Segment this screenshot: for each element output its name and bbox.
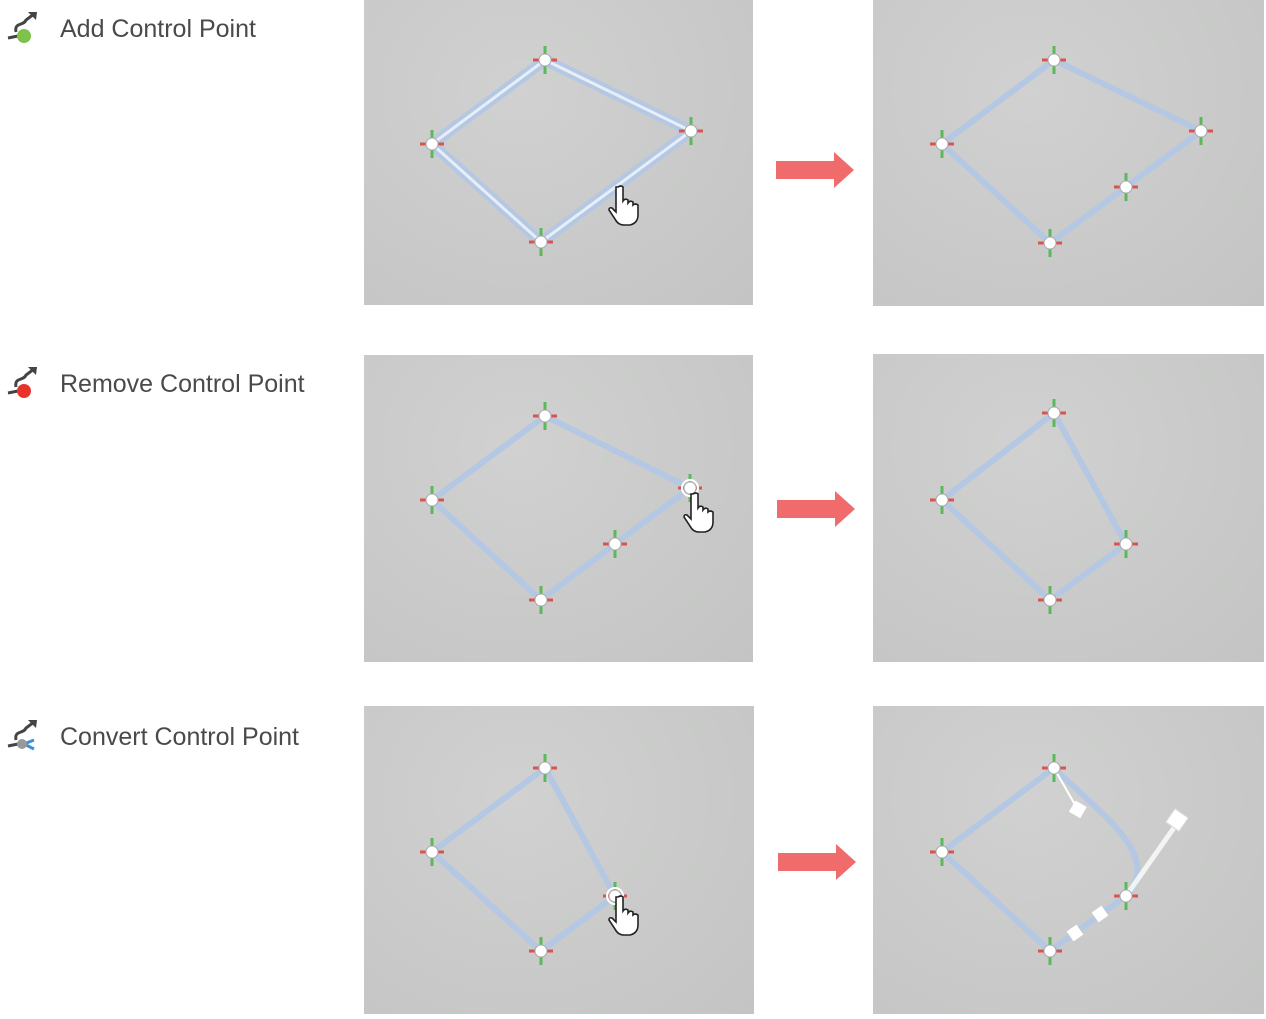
control-point[interactable] (529, 937, 553, 965)
hand-cursor-icon (683, 492, 714, 533)
result-panel-0 (873, 0, 1264, 306)
control-point[interactable] (1038, 937, 1062, 965)
before-panel-2 (364, 706, 754, 1014)
row-title: Convert Control Point (60, 723, 300, 751)
add-control-point-icon (4, 8, 40, 51)
control-point[interactable] (1038, 586, 1062, 614)
arrow-right-icon (778, 844, 856, 880)
control-point[interactable] (1189, 117, 1213, 145)
shape-canvas (930, 399, 1138, 614)
row-title: Remove Control Point (60, 370, 305, 398)
remove-control-point-icon (4, 363, 40, 406)
arrow-right-icon (777, 491, 855, 527)
shape-canvas (930, 46, 1213, 257)
before-panel-1 (364, 355, 753, 662)
convert-control-point-icon (4, 716, 40, 759)
control-point[interactable] (603, 530, 627, 558)
arrow-right-icon (776, 152, 854, 188)
control-point[interactable] (420, 486, 444, 514)
control-point[interactable] (930, 130, 954, 158)
shape-canvas (420, 46, 703, 256)
shape-canvas (930, 754, 1189, 965)
control-point[interactable] (529, 586, 553, 614)
before-panel-0 (364, 0, 753, 305)
control-point[interactable] (678, 474, 702, 502)
control-point[interactable] (1114, 173, 1138, 201)
control-point[interactable] (529, 228, 553, 256)
row-label-1: Remove Control Point (4, 363, 305, 406)
control-point[interactable] (930, 486, 954, 514)
control-point[interactable] (1042, 46, 1066, 74)
control-point[interactable] (420, 838, 444, 866)
control-point[interactable] (930, 838, 954, 866)
shape-canvas (420, 754, 639, 965)
hand-cursor-icon (608, 895, 639, 936)
row-label-2: Convert Control Point (4, 716, 299, 759)
control-point[interactable] (679, 117, 703, 145)
result-panel-1 (873, 354, 1264, 662)
row-label-0: Add Control Point (4, 8, 256, 51)
control-point[interactable] (1114, 530, 1138, 558)
control-point[interactable] (533, 754, 557, 782)
control-point[interactable] (1042, 754, 1066, 782)
control-point[interactable] (1042, 399, 1066, 427)
control-point[interactable] (533, 402, 557, 430)
hand-cursor-icon (608, 185, 639, 226)
control-point[interactable] (1114, 882, 1138, 910)
result-panel-2 (873, 706, 1264, 1014)
shape-canvas (420, 402, 714, 614)
control-point[interactable] (420, 130, 444, 158)
control-point[interactable] (1038, 229, 1062, 257)
control-point[interactable] (533, 46, 557, 74)
row-title: Add Control Point (60, 15, 256, 43)
